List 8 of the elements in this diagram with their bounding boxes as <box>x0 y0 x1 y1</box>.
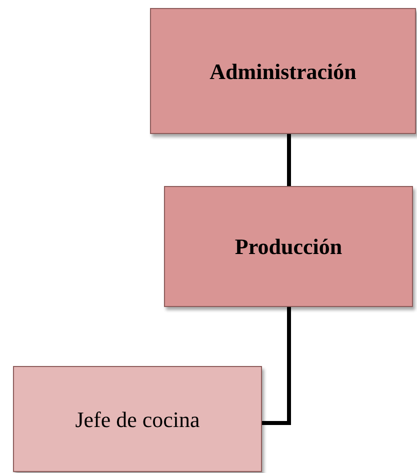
connector-line <box>262 307 291 425</box>
box-label: Producción <box>234 233 342 261</box>
org-box <box>164 186 413 307</box>
org-box <box>13 366 262 472</box>
org-box <box>150 8 416 134</box>
connector-line <box>287 134 291 186</box>
box-label: Administración <box>210 58 356 86</box>
box-label: Jefe de cocina <box>75 406 200 434</box>
